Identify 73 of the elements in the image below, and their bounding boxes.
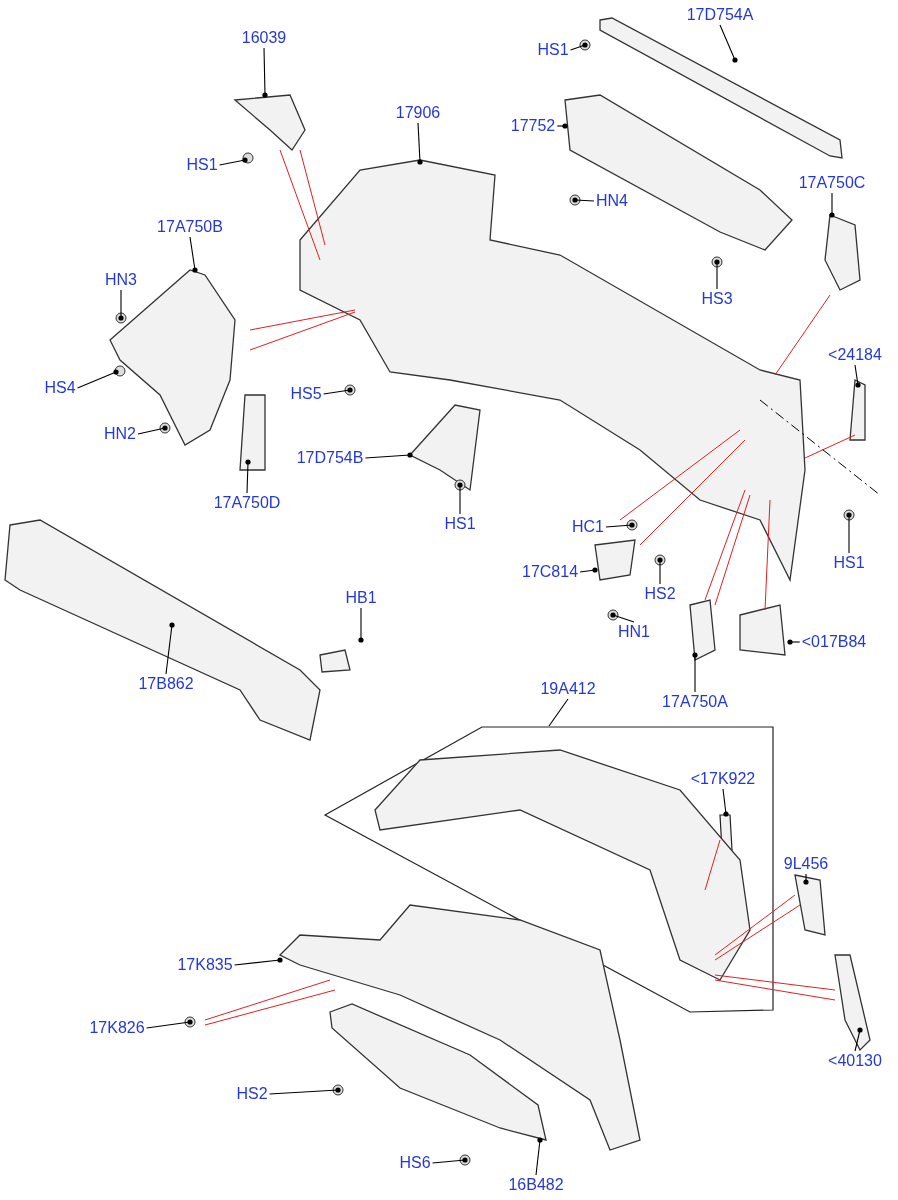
leader-line xyxy=(854,1027,863,1052)
callout-label: 17906 xyxy=(395,104,441,122)
callout-label: HS1 xyxy=(186,156,218,174)
leader-line xyxy=(579,567,598,573)
callout-label: HN4 xyxy=(596,192,628,210)
callout-label: HS4 xyxy=(44,379,76,397)
callout-label: <17K922 xyxy=(690,770,756,788)
leader-line xyxy=(77,369,119,389)
leader-line xyxy=(432,1157,468,1164)
group-frame xyxy=(325,727,773,1012)
callout-label: 16039 xyxy=(241,29,287,47)
leader-line xyxy=(556,123,568,129)
leader-line xyxy=(118,289,124,321)
leader-line xyxy=(570,42,588,51)
leader-line xyxy=(137,425,168,435)
leader-line xyxy=(605,522,635,528)
callout-label: 17D754B xyxy=(296,449,364,467)
leader-line xyxy=(457,482,463,515)
callout-label: HB1 xyxy=(345,589,377,607)
callout-label: 17752 xyxy=(510,117,556,135)
callout-label: <017B84 xyxy=(801,633,867,651)
leader-line xyxy=(535,1137,543,1176)
callout-label: HS2 xyxy=(236,1085,268,1103)
leader-line xyxy=(719,24,738,63)
callout-label: 17C814 xyxy=(522,563,578,581)
leader-line xyxy=(245,459,251,494)
leader-line xyxy=(165,622,175,675)
leader-line xyxy=(854,364,861,388)
callout-label: 17A750A xyxy=(662,693,728,711)
leader-line xyxy=(610,612,635,623)
leader-line xyxy=(722,788,729,817)
leader-line xyxy=(262,47,268,98)
callout-label: <24184 xyxy=(828,346,882,364)
leader-line xyxy=(146,1019,193,1029)
leader-line xyxy=(269,1087,341,1095)
callout-label: 17K826 xyxy=(89,1019,145,1037)
leader-line xyxy=(714,259,720,290)
leader-line xyxy=(219,157,248,166)
callout-label: 17K835 xyxy=(177,956,233,974)
callout-label: HS1 xyxy=(833,554,865,572)
leader-line xyxy=(234,957,283,966)
callout-label: HN3 xyxy=(105,271,137,289)
leader-line xyxy=(323,387,353,395)
callout-label: 16B482 xyxy=(508,1176,564,1194)
callout-label: 17A750D xyxy=(213,494,281,512)
callout-label: HS5 xyxy=(290,385,322,403)
leader-line xyxy=(692,652,698,693)
callout-label: HS3 xyxy=(701,290,733,308)
leader-line xyxy=(846,512,852,554)
leader-line xyxy=(417,122,423,165)
callout-label: <40130 xyxy=(828,1052,882,1070)
callout-label: HC1 xyxy=(572,518,604,536)
callout-label: 17A750C xyxy=(798,174,866,192)
callout-label: 9L456 xyxy=(783,855,829,873)
leader-line xyxy=(803,873,809,885)
callout-label: HS6 xyxy=(399,1154,431,1172)
leader-line xyxy=(548,698,569,727)
callout-label: 17D754A xyxy=(686,6,754,24)
callout-label: HN1 xyxy=(618,623,650,641)
leader-line xyxy=(572,197,595,203)
callout-label: 17A750B xyxy=(157,218,223,236)
leader-line xyxy=(657,557,663,585)
leader-line xyxy=(189,236,198,273)
callout-label: HS1 xyxy=(537,41,569,59)
leader-line xyxy=(829,192,835,218)
callout-label: 19A412 xyxy=(540,680,596,698)
leader-line xyxy=(364,452,413,459)
leader-line xyxy=(787,639,801,645)
callout-label: HN2 xyxy=(104,425,136,443)
leader-line xyxy=(358,607,364,643)
callout-label: 17B862 xyxy=(138,675,194,693)
callout-label: HS1 xyxy=(444,515,476,533)
callout-label: HS2 xyxy=(644,585,676,603)
